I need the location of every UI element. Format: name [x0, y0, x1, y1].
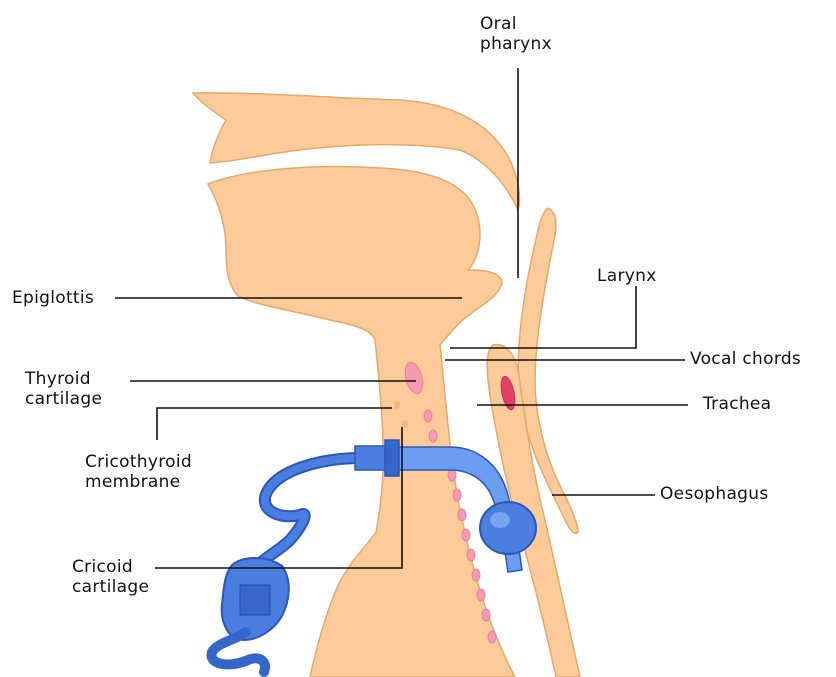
- leader-cricothyroid: [157, 408, 392, 440]
- label-oesophagus: Oesophagus: [660, 484, 769, 504]
- label-thyroid-cartilage: Thyroid cartilage: [25, 369, 102, 409]
- label-oral-pharynx: Oral pharynx: [480, 14, 552, 54]
- label-epiglottis: Epiglottis: [12, 288, 94, 308]
- label-cricothyroid-membrane: Cricothyroid membrane: [85, 452, 192, 492]
- label-vocal-chords: Vocal chords: [690, 349, 801, 369]
- label-cricoid-cartilage: Cricoid cartilage: [72, 557, 149, 597]
- label-trachea: Trachea: [703, 394, 771, 414]
- label-larynx: Larynx: [597, 266, 657, 286]
